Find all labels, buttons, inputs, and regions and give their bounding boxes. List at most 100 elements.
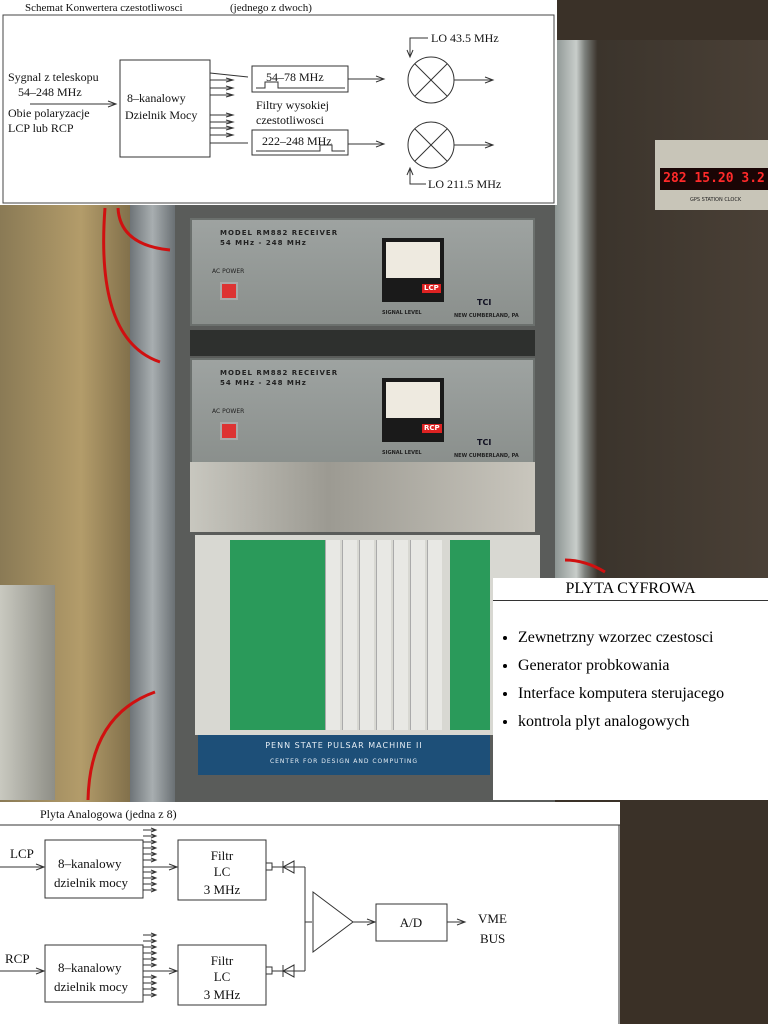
vent (190, 330, 535, 356)
splitter-output-arrow (143, 857, 158, 863)
brand-logo: TCI (477, 298, 492, 307)
list-item: Generator probkowania (518, 656, 724, 676)
clock-label: GPS STATION CLOCK (690, 197, 742, 203)
filter-label: LC (214, 864, 231, 879)
splitter-output-arrow (143, 950, 158, 956)
splitter-label: 8–kanalowy (58, 856, 122, 871)
splitter-output-arrow (143, 980, 158, 986)
filter-high: 222–248 MHz (262, 134, 332, 148)
splitter-output-arrow (143, 938, 158, 944)
splitter-output-arrow (143, 974, 158, 980)
output-label: BUS (480, 931, 505, 946)
input-polarization: Obie polaryzacje (8, 106, 90, 120)
filters-label: Filtry wysokiej (256, 98, 329, 112)
lo-211-label: LO 211.5 MHz (428, 177, 501, 191)
splitter-output-arrow (143, 962, 158, 968)
digital-board-title: PLYTA CYFROWA (493, 578, 768, 601)
analog-title: Plyta Analogowa (jedna z 8) (40, 807, 177, 821)
output-label: VME (478, 911, 507, 926)
digital-board-panel: PLYTA CYFROWA Zewnetrzny wzorzec czestos… (493, 578, 768, 800)
splitter-output-arrow (143, 833, 158, 839)
filter-label: LC (214, 969, 231, 984)
splitter-output-arrow (143, 887, 158, 893)
splitter-output-arrow (210, 77, 235, 83)
filter-low: 54–78 MHz (266, 70, 324, 84)
splitter-output-arrow (143, 875, 158, 881)
input-polarization-type: LCP lub RCP (8, 121, 74, 135)
filter-label: Filtr (211, 848, 234, 863)
converter-diagram: Schemat Konwertera czestotliwosci (jedne… (0, 0, 557, 205)
splitter-output-arrow (143, 839, 158, 845)
diagram-title: Schemat Konwertera czestotliwosci (25, 2, 183, 14)
manufacturer-location: NEW CUMBERLAND, PA (454, 313, 519, 319)
red-arrow (86, 690, 156, 801)
red-arrow (564, 558, 606, 574)
splitter-output-arrow (143, 845, 158, 851)
input-label: Sygnal z teleskopu (8, 70, 99, 84)
digital-board-list: Zewnetrzny wzorzec czestosci Generator p… (503, 628, 724, 740)
monitor (0, 585, 55, 800)
card (359, 540, 374, 730)
list-item: Zewnetrzny wzorzec czestosci (518, 628, 724, 648)
filter-label: 3 MHz (204, 987, 241, 1002)
clock-display: 282 15.20 3.2 (660, 168, 768, 190)
rcp-label: RCP (5, 951, 30, 966)
cables (190, 462, 535, 532)
filter-label: 3 MHz (204, 882, 241, 897)
splitter-output-arrow (210, 132, 235, 138)
brand-logo: TCI (477, 438, 492, 447)
splitter-output-arrow (210, 119, 235, 125)
splitter-output-arrow (143, 956, 158, 962)
diagram-subtitle: (jednego z dwoch) (230, 2, 312, 14)
red-arrow (102, 207, 161, 364)
power-button[interactable] (220, 422, 238, 440)
splitter-label: 8–kanalowy (58, 960, 122, 975)
splitter-output-arrow (143, 851, 158, 857)
list-item: Interface komputera sterujacego (518, 684, 724, 704)
splitter-output-arrow (143, 944, 158, 950)
penn-subtitle: CENTER FOR DESIGN AND COMPUTING (269, 758, 419, 765)
splitter-label: dzielnik mocy (54, 979, 129, 994)
amplifier-icon (312, 891, 354, 953)
splitter-label: 8–kanalowy (127, 91, 186, 105)
splitter-output-arrow (143, 986, 158, 992)
list-item: kontrola plyt analogowych (518, 712, 724, 732)
card (376, 540, 391, 730)
penn-state-panel: PENN STATE PULSAR MACHINE II CENTER FOR … (198, 735, 490, 775)
circuit-board (450, 540, 490, 730)
splitter-output-arrow (210, 125, 235, 131)
splitter-output-arrow (210, 85, 235, 91)
cabinet-lower (620, 840, 768, 1024)
splitter-output-arrow (143, 881, 158, 887)
card (427, 540, 442, 730)
adc-label: A/D (400, 915, 422, 930)
penn-title: PENN STATE PULSAR MACHINE II (265, 741, 423, 750)
lo-43-label: LO 43.5 MHz (431, 31, 499, 45)
rack-pillar (130, 205, 175, 805)
splitter-output-arrow (143, 932, 158, 938)
circuit-board (230, 540, 325, 730)
splitter-output-arrow (210, 92, 235, 98)
signal-label: SIGNAL LEVEL (382, 450, 422, 456)
card (393, 540, 408, 730)
filters-label: czestotliwosci (256, 113, 325, 127)
splitter-label: Dzielnik Mocy (125, 108, 197, 122)
splitter-output-arrow (143, 992, 158, 998)
signal-label: SIGNAL LEVEL (382, 310, 422, 316)
channel-badge: LCP (422, 284, 441, 293)
input-range: 54–248 MHz (18, 85, 82, 99)
power-label: AC POWER (212, 408, 245, 415)
power-label: AC POWER (212, 268, 245, 275)
card (410, 540, 425, 730)
analog-board-diagram: Plyta Analogowa (jedna z 8) LCP 8–kanalo… (0, 802, 620, 1024)
manufacturer-location: NEW CUMBERLAND, PA (454, 453, 519, 459)
power-button[interactable] (220, 282, 238, 300)
splitter-output-arrow (210, 112, 235, 118)
splitter-label: dzielnik mocy (54, 875, 129, 890)
splitter-output-arrow (143, 827, 158, 833)
